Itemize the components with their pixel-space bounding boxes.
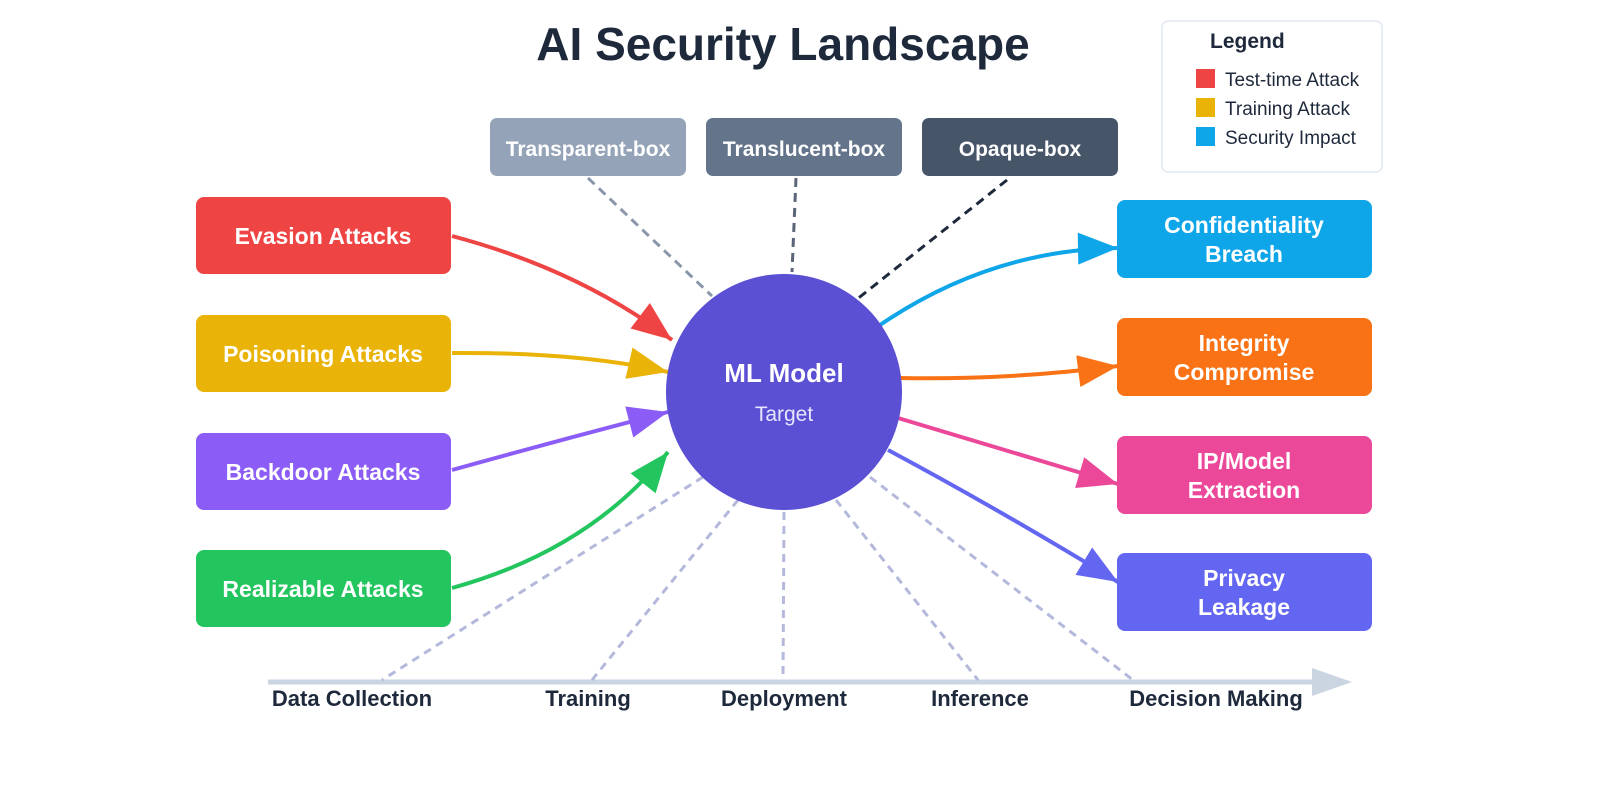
access-line-translucent-box <box>790 177 798 273</box>
access-box-opaque-box: Opaque-box <box>922 118 1118 176</box>
attack-box-label: Poisoning Attacks <box>223 341 423 367</box>
ml-model-node: ML Model Target <box>666 274 902 510</box>
legend-box <box>1161 20 1383 173</box>
attack-arrow-backdoor-attacks <box>451 406 669 472</box>
timeline-arrowhead <box>1312 668 1352 696</box>
attack-arrow-realizable-attacks <box>451 450 670 590</box>
legend-item-label: Test-time Attack <box>1225 70 1360 91</box>
legend-swatch <box>1196 127 1215 146</box>
access-line-transparent-box <box>586 176 714 298</box>
stage-line-inference <box>834 499 980 681</box>
impact-box-label-line-1: Confidentiality <box>1164 212 1324 238</box>
stage-label-data-collection: Data Collection <box>272 686 432 711</box>
security-impacts: ConfidentialityBreachIntegrityCompromise… <box>1117 200 1372 631</box>
attack-box-bg <box>196 315 451 392</box>
legend-item-security-impact: Security Impact <box>1196 127 1357 149</box>
access-box-label: Transparent-box <box>506 138 671 161</box>
ml-model-title: ML Model <box>724 358 843 388</box>
impact-box-label-line-1: Integrity <box>1199 330 1290 356</box>
impact-box-bg <box>1117 553 1372 631</box>
legend-swatch <box>1196 98 1215 117</box>
attack-box-evasion-attacks: Evasion Attacks <box>196 197 451 274</box>
impact-box-label-line-1: IP/Model <box>1197 448 1292 474</box>
access-connectors <box>586 176 1008 302</box>
ml-model-subtitle: Target <box>755 403 814 426</box>
access-box-translucent-box: Translucent-box <box>706 118 902 176</box>
impact-box-label-line-2: Leakage <box>1198 594 1290 620</box>
stage-line-decision-making <box>869 475 1134 682</box>
impact-box-bg <box>1117 318 1372 396</box>
access-box-bg <box>706 118 902 176</box>
impact-box-label-line-1: Privacy <box>1203 565 1285 591</box>
impact-box-bg <box>1117 200 1372 278</box>
attack-box-bg <box>196 197 451 274</box>
access-levels: Transparent-box Translucent-box Opaque-box <box>490 118 1118 176</box>
attack-box-label: Evasion Attacks <box>235 223 412 249</box>
access-box-bg <box>922 118 1118 176</box>
stage-label-decision-making: Decision Making <box>1129 686 1303 711</box>
impact-arrow-ip-model-extraction <box>897 416 1119 488</box>
impact-box-label-line-2: Compromise <box>1174 359 1315 385</box>
stage-label-training: Training <box>545 686 631 711</box>
legend-swatch <box>1196 69 1215 88</box>
access-box-label: Translucent-box <box>723 138 886 161</box>
stage-connectors <box>381 475 1134 682</box>
stage-label-inference: Inference <box>931 686 1029 711</box>
impact-arrow-confidentiality-breach <box>878 232 1119 327</box>
timeline <box>268 668 1352 696</box>
access-box-transparent-box: Transparent-box <box>490 118 686 176</box>
impact-box-label-line-2: Breach <box>1205 241 1283 267</box>
stage-line-data-collection <box>381 475 704 682</box>
attack-box-label: Backdoor Attacks <box>226 459 421 485</box>
attack-box-realizable-attacks: Realizable Attacks <box>196 550 451 627</box>
legend-item-training-attack: Training Attack <box>1196 98 1350 120</box>
legend-item-label: Security Impact <box>1225 128 1357 149</box>
stage-line-deployment <box>781 511 786 681</box>
attack-arrows <box>451 234 674 590</box>
impact-arrow-privacy-leakage <box>887 448 1120 584</box>
legend-item-test-time-attack: Test-time Attack <box>1196 69 1360 91</box>
impact-arrows <box>878 232 1120 584</box>
attack-box-poisoning-attacks: Poisoning Attacks <box>196 315 451 392</box>
access-box-bg <box>490 118 686 176</box>
attack-box-label: Realizable Attacks <box>222 576 423 602</box>
attack-box-backdoor-attacks: Backdoor Attacks <box>196 433 451 510</box>
impact-arrow-integrity-compromise <box>899 355 1119 388</box>
page-title: AI Security Landscape <box>536 18 1029 70</box>
legend-title: Legend <box>1210 30 1285 53</box>
access-box-label: Opaque-box <box>959 138 1082 161</box>
stage-label-deployment: Deployment <box>721 686 848 711</box>
ml-model-circle <box>666 274 902 510</box>
legend-item-label: Training Attack <box>1225 99 1350 120</box>
impact-box-label-line-2: Extraction <box>1188 477 1300 503</box>
access-line-opaque-box <box>855 178 1008 302</box>
attack-arrow-poisoning-attacks <box>451 347 669 379</box>
attack-box-bg <box>196 433 451 510</box>
impact-box-bg <box>1117 436 1372 514</box>
attack-arrow-evasion-attacks <box>451 234 674 342</box>
stage-line-training <box>590 499 740 681</box>
attack-box-bg <box>196 550 451 627</box>
lifecycle-stages: Data Collection Training Deployment Inferen… <box>272 686 1303 711</box>
